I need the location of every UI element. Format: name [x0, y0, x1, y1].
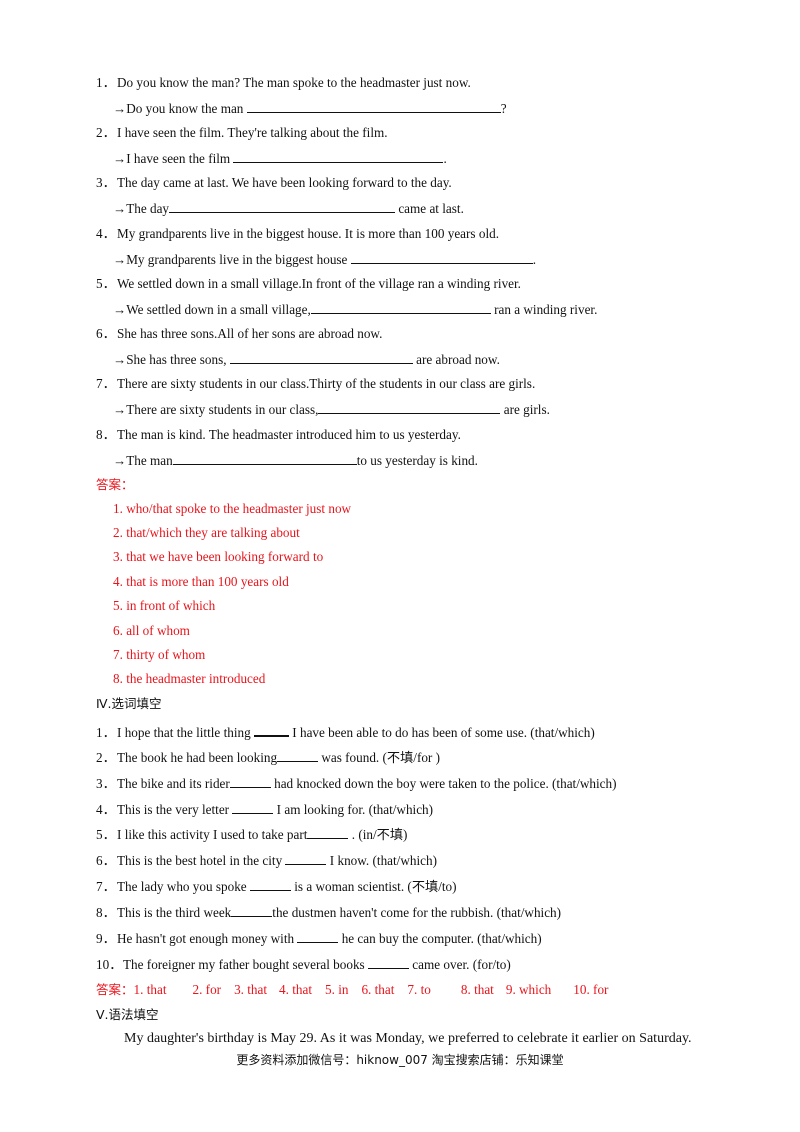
s4-q5: 5．I like this activity I used to take pa…: [96, 826, 408, 842]
s3-q6: 6．She has three sons.All of her sons are…: [96, 326, 383, 341]
s3-a5: →We settled down in a small village, ran…: [113, 301, 598, 317]
s4-q2: 2．The book he had been looking was found…: [96, 749, 441, 765]
s4-q9: 9．He hasn't got enough money with he can…: [96, 930, 542, 946]
answer-blank[interactable]: [232, 801, 274, 814]
s3-q1: 1．Do you know the man? The man spoke to …: [96, 75, 471, 90]
s4-q10: 10．The foreigner my father bought severa…: [96, 956, 511, 972]
s3-a4: →My grandparents live in the biggest hou…: [113, 251, 536, 267]
answer-blank[interactable]: [231, 904, 273, 917]
s4-q1: 1．I hope that the little thing I have be…: [96, 723, 595, 740]
s4-q4: 4．This is the very letter I am looking f…: [96, 801, 434, 817]
s3-a7: →There are sixty students in our class, …: [113, 401, 550, 417]
s4-answer-10: 10. for: [573, 982, 609, 997]
section5-passage: My daughter's birthday is May 29. As it …: [124, 1031, 692, 1046]
s3-q4: 4．My grandparents live in the biggest ho…: [96, 226, 499, 241]
s3-answer-6: 6. all of whom: [113, 623, 190, 638]
s3-answer-3: 3. that we have been looking forward to: [113, 549, 324, 564]
s3-answer-label: 答案：: [96, 477, 134, 492]
footer-note: 更多资料添加微信号：hiknow_007 淘宝搜索店铺：乐知课堂: [236, 1053, 564, 1067]
s4-answer-6: 6. that: [361, 982, 395, 997]
answer-blank[interactable]: [249, 878, 291, 891]
s4-answer-9: 9. which: [505, 982, 552, 997]
s3-q2: 2．I have seen the film. They're talking …: [96, 125, 388, 140]
s4-q3: 3．The bike and its rider had knocked dow…: [96, 775, 617, 791]
s4-answer-5: 5. in: [325, 982, 349, 997]
s3-q7: 7．There are sixty students in our class.…: [96, 376, 536, 391]
answer-blank[interactable]: [229, 351, 413, 364]
answer-blank[interactable]: [350, 251, 533, 264]
answer-blank[interactable]: [169, 200, 396, 213]
answer-blank[interactable]: [368, 956, 409, 969]
answer-blank[interactable]: [172, 452, 357, 465]
answer-blank[interactable]: [277, 749, 319, 762]
s3-a6: →She has three sons, are abroad now.: [113, 351, 500, 367]
s3-a1: →Do you know the man ?: [113, 100, 507, 116]
answer-blank[interactable]: [318, 401, 501, 414]
s4-q6: 6．This is the best hotel in the city I k…: [96, 852, 437, 868]
s3-answer-2: 2. that/which they are talking about: [113, 525, 300, 540]
section4-title: Ⅳ.选词填空: [96, 696, 162, 711]
s4-answer-4: 4. that: [279, 982, 312, 997]
answer-blank[interactable]: [229, 775, 271, 788]
s3-answer-7: 7. thirty of whom: [113, 647, 206, 662]
answer-blank[interactable]: [233, 150, 444, 163]
s4-answer-7: 7. to: [407, 982, 431, 997]
answer-blank[interactable]: [307, 826, 349, 839]
s4-answer-2: 2. for: [192, 982, 222, 997]
answer-blank[interactable]: [285, 852, 327, 865]
answer-blank[interactable]: [310, 301, 491, 314]
s3-answer-8: 8. the headmaster introduced: [113, 671, 266, 686]
section5-title: Ⅴ.语法填空: [96, 1007, 159, 1022]
s4-answer-8: 8. that: [460, 982, 494, 997]
s4-answer-line: 答案：1. that 2. for 3. that 4. that 5. in 6. th…: [96, 982, 608, 998]
s4-answer-3: 3. that: [234, 982, 268, 997]
s4-q7: 7．The lady who you spoke is a woman scie…: [96, 878, 457, 894]
answer-blank[interactable]: [246, 100, 501, 113]
s3-answer-4: 4. that is more than 100 years old: [113, 574, 289, 589]
s3-a2: →I have seen the film .: [113, 150, 447, 166]
s4-answer-label: 答案：: [96, 982, 134, 997]
s3-a3: →The day came at last.: [113, 200, 464, 216]
s3-answer-5: 5. in front of which: [113, 598, 216, 613]
s3-q5: 5．We settled down in a small village.In …: [96, 276, 521, 291]
s3-answer-1: 1. who/that spoke to the headmaster just…: [113, 501, 352, 516]
s3-q8: 8．The man is kind. The headmaster introd…: [96, 427, 461, 442]
answer-blank[interactable]: [297, 930, 339, 943]
s3-q3: 3．The day came at last. We have been loo…: [96, 175, 452, 190]
answer-blank[interactable]: [253, 723, 289, 737]
s4-answer-1: 1. that: [133, 982, 167, 997]
